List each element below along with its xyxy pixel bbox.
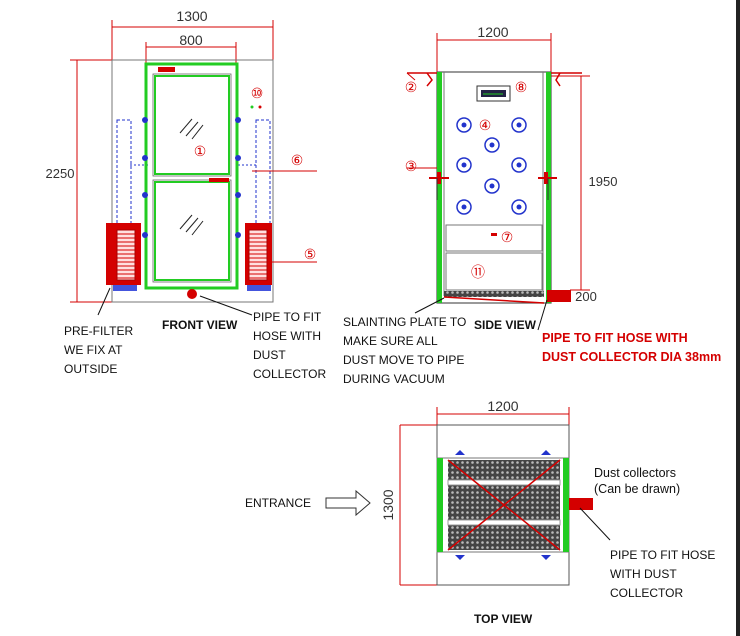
callout-3: ③ bbox=[405, 158, 418, 174]
callout-11: ⑪ bbox=[471, 264, 485, 280]
dim-side-height-label: 1950 bbox=[589, 174, 618, 189]
callout-4: ④ bbox=[479, 117, 492, 133]
leader-front-pipe bbox=[199, 295, 253, 316]
top-view-title: TOP VIEW bbox=[474, 612, 533, 626]
entrance-arrow bbox=[325, 489, 371, 517]
front-view: 1300 800 2250 bbox=[46, 8, 317, 316]
dim-front-width bbox=[111, 20, 274, 60]
door-top-closer bbox=[158, 67, 175, 72]
glass-hatch bbox=[179, 118, 204, 236]
dust-collectors-label: Dust collectors (Can be drawn) bbox=[594, 466, 681, 496]
dim-front-height-label: 2250 bbox=[46, 166, 75, 181]
door-frame bbox=[144, 62, 239, 290]
callout-8: ⑧ bbox=[515, 79, 528, 95]
front-dust-pipe bbox=[187, 289, 197, 299]
note-prefilter: PRE-FILTER WE FIX AT OUTSIDE bbox=[64, 324, 134, 376]
callout-10: ⑩ bbox=[251, 85, 264, 101]
top-hinges bbox=[455, 450, 551, 560]
page-edge-line bbox=[736, 0, 740, 636]
leader-top-pipe bbox=[579, 507, 611, 541]
note-top-pipe: PIPE TO FIT HOSE WITH DUST COLLECTOR bbox=[610, 548, 716, 600]
slanting-plate bbox=[444, 291, 544, 297]
front-cabinet-outline bbox=[111, 59, 274, 303]
note-side-pipe: PIPE TO FIT HOSE WITH DUST COLLECTOR DIA… bbox=[542, 331, 722, 364]
side-view-title: SIDE VIEW bbox=[474, 318, 537, 332]
side-dust-pipe bbox=[547, 290, 571, 302]
dim-top-width-label: 1200 bbox=[487, 398, 518, 414]
dim-front-width-label: 1300 bbox=[176, 8, 207, 24]
nozzle-centers bbox=[461, 122, 522, 210]
callout-1: ① bbox=[194, 143, 207, 159]
side-green-frame-left bbox=[437, 72, 442, 303]
top-view: 1200 1300 bbox=[325, 398, 611, 586]
left-air-duct bbox=[116, 119, 132, 226]
door-handle bbox=[209, 178, 229, 182]
dim-door-width-label: 800 bbox=[179, 32, 203, 48]
dim-side-width-label: 1200 bbox=[477, 24, 508, 40]
top-brackets bbox=[407, 72, 582, 87]
callout-5: ⑤ bbox=[304, 246, 317, 262]
dim-pipe-label: 200 bbox=[575, 289, 597, 304]
callout-6: ⑥ bbox=[291, 152, 304, 168]
side-view: 1200 1950 200 bbox=[405, 24, 618, 331]
front-view-title: FRONT VIEW bbox=[162, 318, 238, 332]
leader-plate bbox=[414, 297, 445, 314]
top-dust-pipe bbox=[569, 498, 593, 510]
entrance-label: ENTRANCE bbox=[245, 496, 312, 510]
leader-side-pipe bbox=[537, 299, 548, 331]
dim-side-height bbox=[551, 75, 590, 291]
door-lower-glass bbox=[154, 181, 230, 281]
door-upper-glass bbox=[154, 75, 230, 175]
dim-top-depth bbox=[399, 424, 437, 586]
right-prefilter bbox=[245, 223, 272, 291]
leader-prefilter bbox=[97, 287, 111, 316]
right-air-duct bbox=[255, 119, 271, 226]
callout-2: ② bbox=[405, 79, 418, 95]
dim-front-height bbox=[70, 59, 112, 303]
note-slanting-plate: SLAINTING PLATE TO MAKE SURE ALL DUST MO… bbox=[343, 315, 467, 386]
callout-7: ⑦ bbox=[501, 229, 514, 245]
note-front-pipe: PIPE TO FIT HOSE WITH DUST COLLECTOR bbox=[253, 310, 327, 381]
dim-top-depth-label: 1300 bbox=[380, 489, 396, 520]
front-hinges bbox=[142, 117, 241, 238]
left-prefilter bbox=[106, 223, 141, 291]
dim-side-width bbox=[436, 33, 552, 72]
